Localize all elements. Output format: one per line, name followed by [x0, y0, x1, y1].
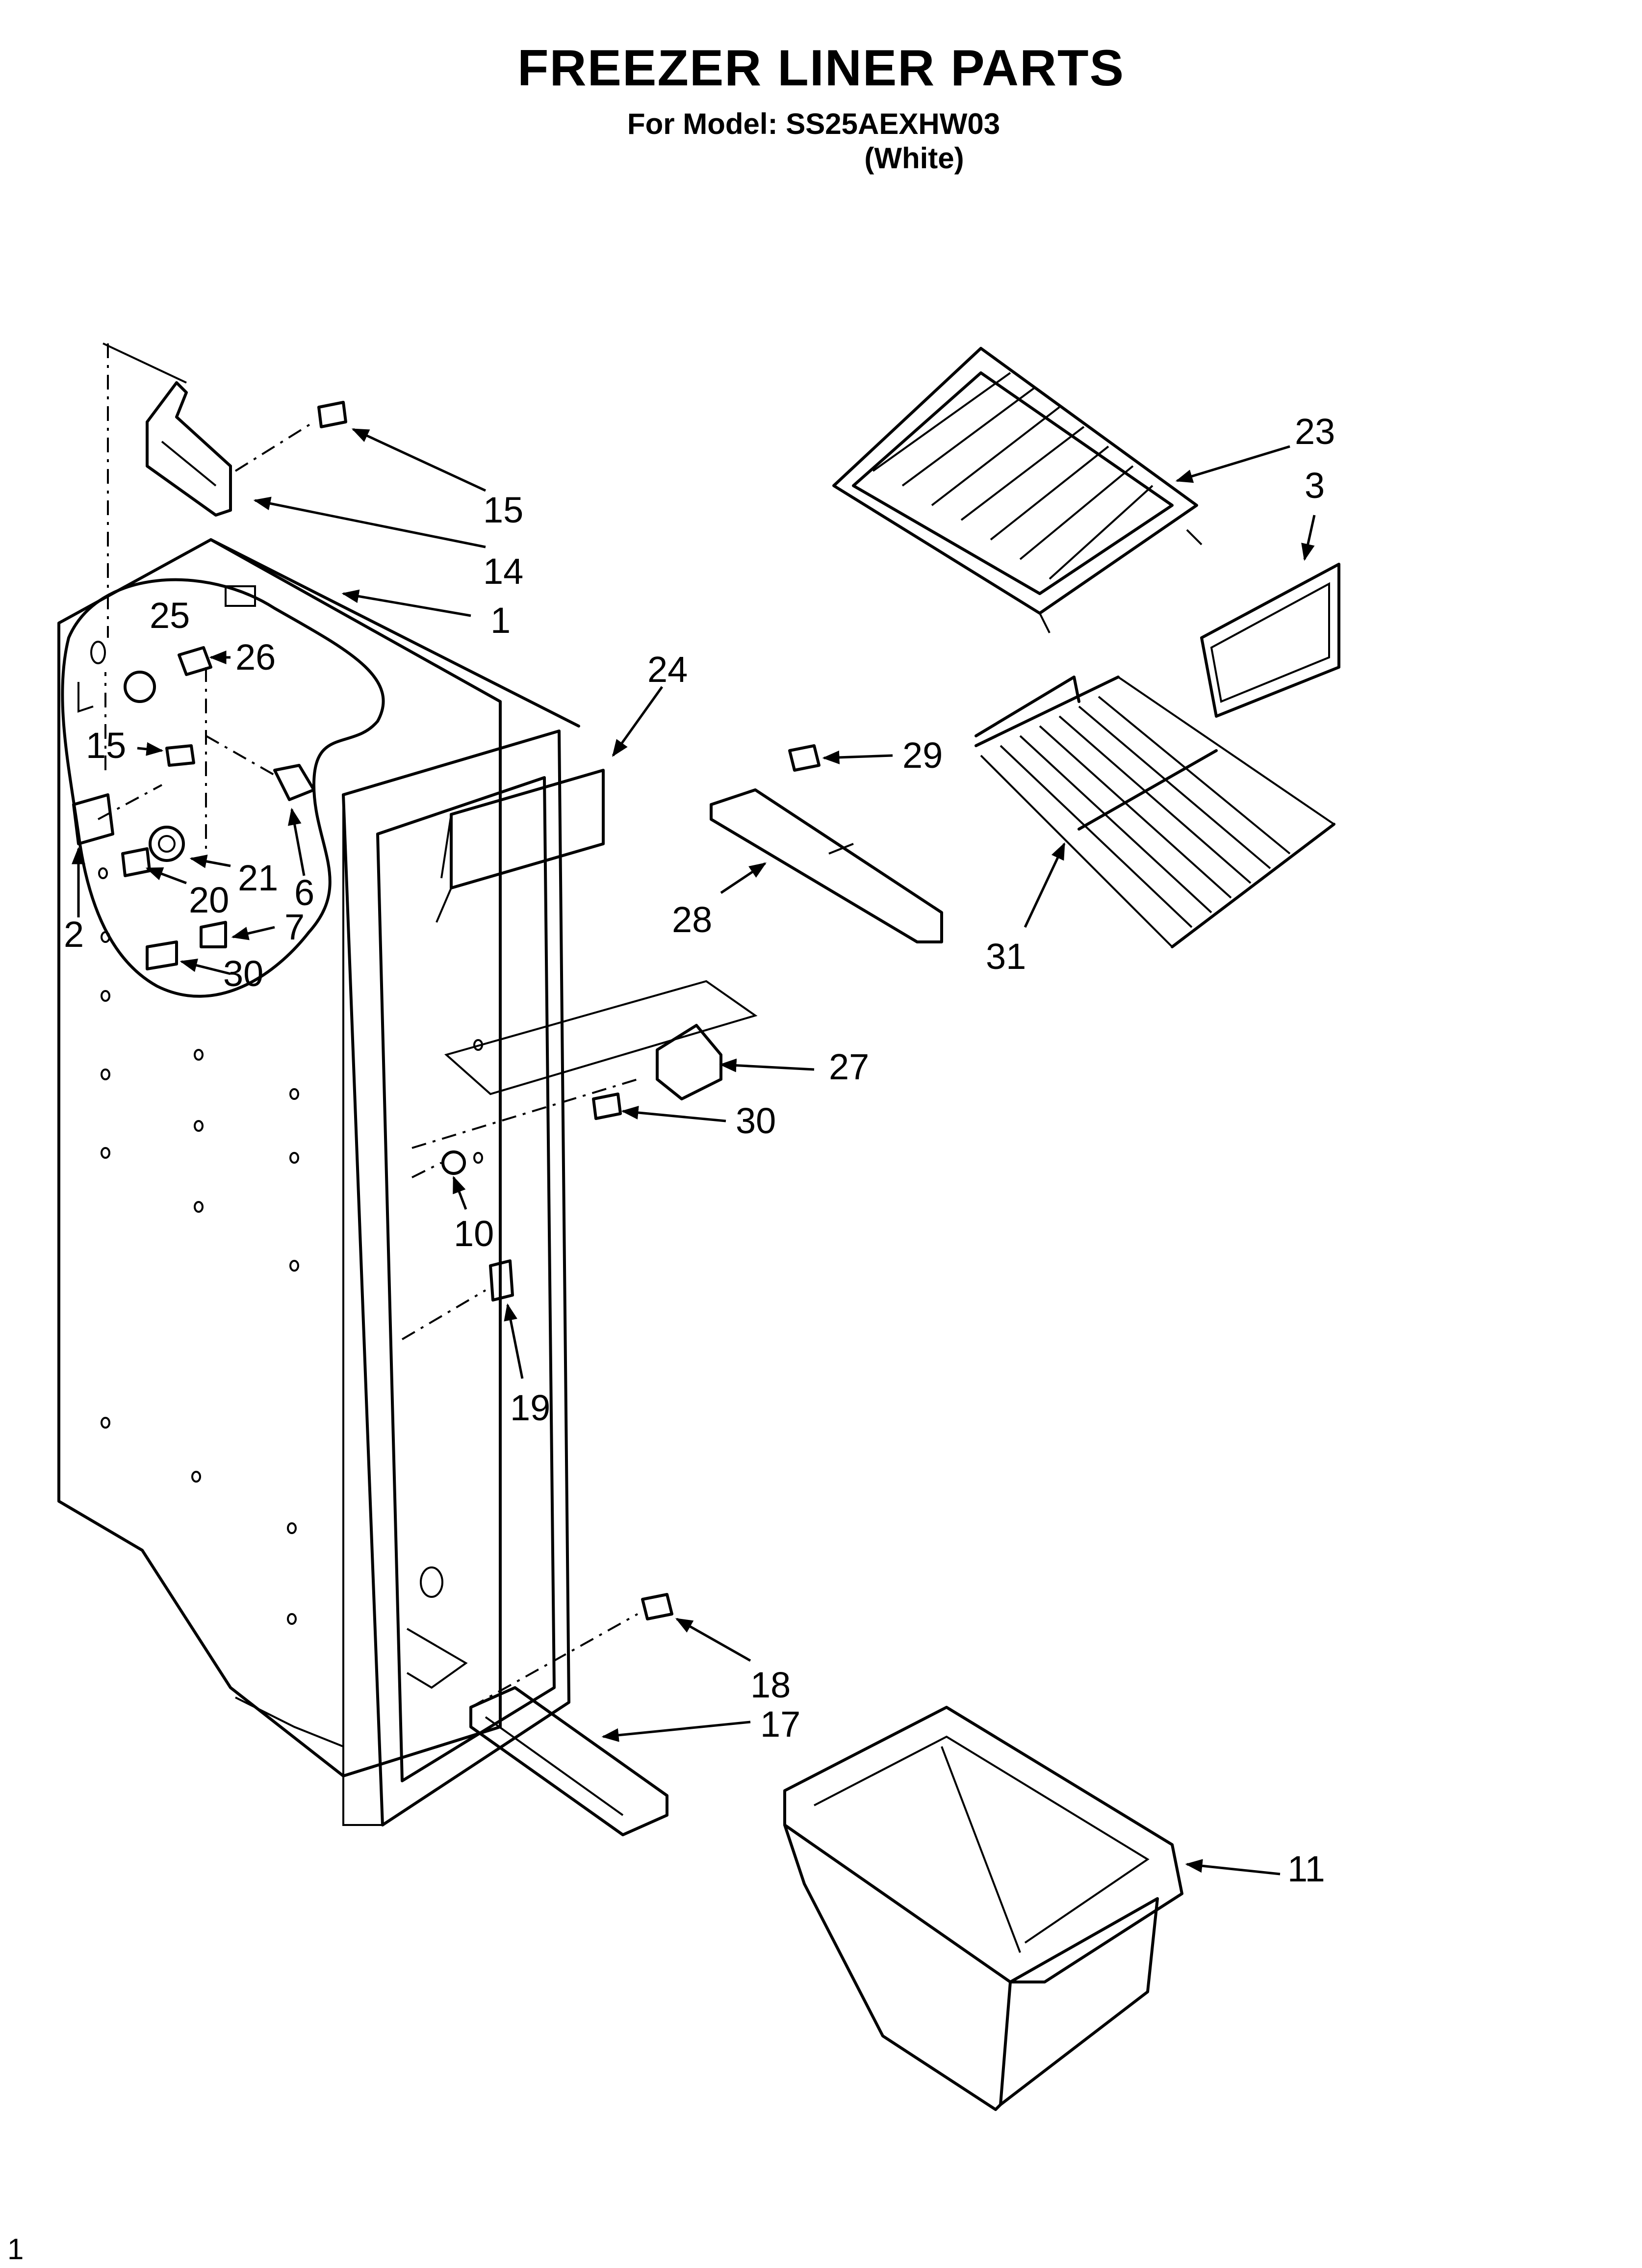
shelf-rail: [710, 744, 943, 943]
callout-31: 31: [986, 936, 1026, 977]
page-title: FREEZER LINER PARTS: [517, 40, 1125, 97]
callout-1: 1: [490, 600, 511, 641]
callout-numbers: 15 14 1 25 26 15 2 21 20 6 7 30 24 23 3 …: [64, 411, 1335, 1889]
callout-leaders: [72, 428, 1316, 1876]
callout-28: 28: [672, 899, 712, 940]
ice-bin: [783, 1706, 1183, 2111]
light-socket: [411, 980, 758, 1149]
frame-fasteners: [401, 1150, 514, 1340]
callout-10: 10: [454, 1213, 494, 1254]
callout-17: 17: [760, 1704, 800, 1745]
callout-26: 26: [235, 637, 276, 678]
wire-shelf-top: [832, 347, 1203, 633]
callout-20: 20: [189, 880, 229, 920]
color-line: (White): [864, 142, 964, 175]
freezer-liner: [57, 538, 580, 1826]
model-line: For Model: SS25AEXHW03: [627, 107, 1001, 140]
callout-2: 2: [64, 914, 84, 955]
callout-29: 29: [902, 735, 943, 776]
callout-24: 24: [647, 649, 688, 690]
callout-25: 25: [150, 595, 190, 636]
callout-3: 3: [1305, 465, 1325, 506]
shelf-front-panel: [1200, 563, 1340, 718]
bottom-trim: [469, 1593, 673, 1836]
mounting-holes: [98, 867, 483, 1625]
callout-7: 7: [284, 907, 305, 947]
callout-30-center: 30: [736, 1100, 776, 1141]
callout-19: 19: [510, 1387, 550, 1428]
callout-23: 23: [1295, 411, 1335, 452]
callout-30-left: 30: [223, 953, 263, 994]
callout-18: 18: [750, 1665, 791, 1705]
wire-shelf-lower: [975, 676, 1335, 948]
callout-11: 11: [1287, 1849, 1325, 1889]
callout-15-top: 15: [483, 490, 523, 530]
callout-14: 14: [483, 551, 523, 592]
evaporator-cover: [436, 769, 605, 923]
callout-27: 27: [829, 1046, 869, 1087]
hinge-bracket: [103, 342, 347, 638]
page-number: 1: [7, 2233, 24, 2266]
callout-6: 6: [294, 872, 314, 913]
callout-21: 21: [238, 858, 278, 898]
callout-15-left: 15: [86, 725, 126, 766]
